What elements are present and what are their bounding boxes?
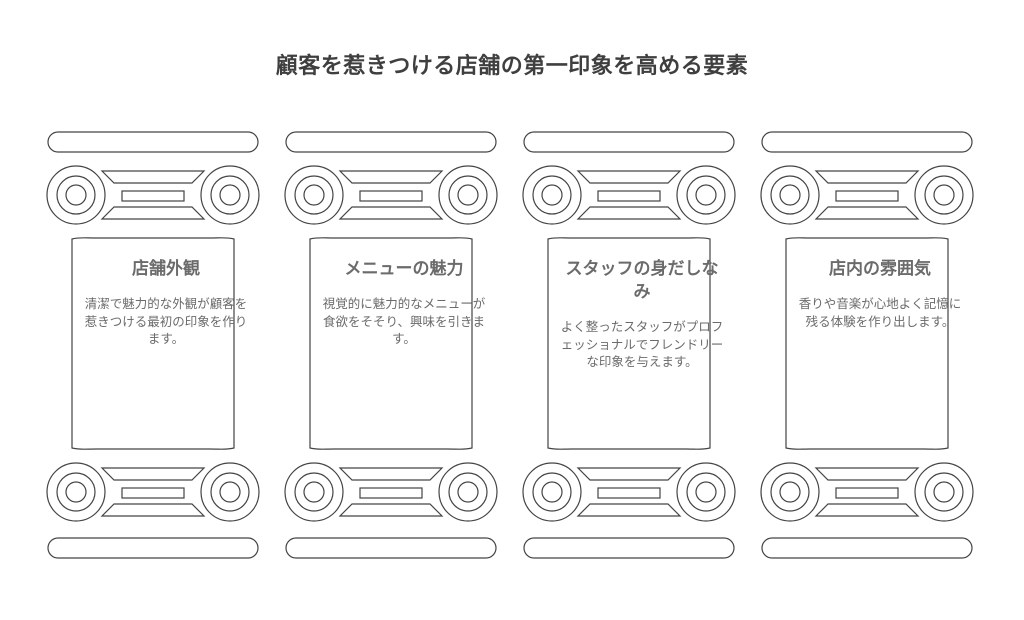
pillar-title: 店内の雰囲気 [829, 259, 931, 279]
pillar-graphic [284, 131, 498, 559]
pillar-description: 清潔で魅力的な外観が顧客を惹きつける最初の印象を作ります。 [84, 296, 248, 346]
pillar-graphic [522, 131, 736, 559]
pillar-graphic [46, 131, 260, 559]
pillar-description: よく整ったスタッフがプロフェッショナルでフレンドリーな印象を与えます。 [560, 319, 724, 369]
pillar-title: スタッフの身だしなみ [565, 259, 719, 302]
page-title: 顧客を惹きつける店舗の第一印象を高める要素 [275, 54, 749, 79]
pillar-staff: スタッフの身だしなみ よく整ったスタッフがプロフェッショナルでフレンドリーな印象… [522, 128, 762, 568]
pillar-graphic [760, 131, 974, 559]
pillar-description: 視覚的に魅力的なメニューが食欲をそそり、興味を引きます。 [322, 296, 486, 346]
pillar-title: 店舗外観 [132, 259, 200, 279]
pillar-menu: メニューの魅力 視覚的に魅力的なメニューが食欲をそそり、興味を引きます。 [284, 128, 524, 568]
pillar-description: 香りや音楽が心地よく記憶に残る体験を作り出します。 [798, 296, 962, 329]
pillar-exterior: 店舗外観 清潔で魅力的な外観が顧客を惹きつける最初の印象を作ります。 [46, 128, 286, 568]
pillar-title: メニューの魅力 [344, 259, 464, 279]
pillar-atmosphere: 店内の雰囲気 香りや音楽が心地よく記憶に残る体験を作り出します。 [760, 128, 1000, 568]
